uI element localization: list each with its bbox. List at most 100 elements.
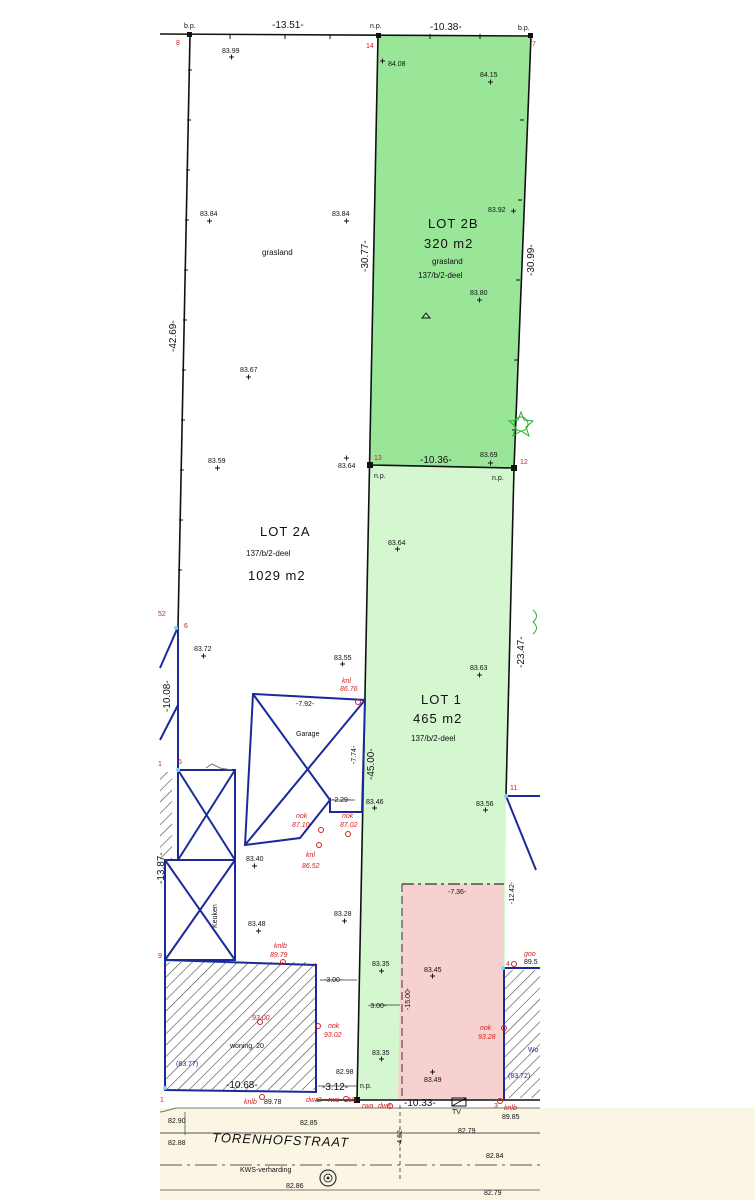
roof-annotation: nok [342,813,354,820]
point-number: 52 [158,611,166,618]
roof-annotation: knlb [274,943,287,950]
point-number: 2 [318,1097,322,1104]
lot-2b-title: LOT 2B [428,216,479,231]
roof-annotation: 87.02 [340,822,358,829]
dimension-label: -23.47- [516,636,527,668]
elevation-point: 83.35 [372,1050,390,1057]
tv-label: TV [452,1109,461,1116]
elevation-point: 83.64 [388,540,406,547]
elevation-point: 83.99 [222,48,240,55]
point-number: 4 [506,961,510,968]
buildings [159,626,540,1100]
keuken-label: Keuken [212,904,219,928]
parcel-boundaries [159,33,540,1101]
roof-annotation: 86.52 [302,863,320,870]
elevation-point: 83.80 [470,290,488,297]
dimension-label: -30.99- [526,244,537,276]
roof-annotation: nok [480,1025,492,1032]
roof-annotation: dwa [306,1097,319,1104]
dimension-label: -13.87- [156,852,167,884]
lot-1-area: 465 m2 [413,711,462,726]
elevation-point: 83.46 [366,799,384,806]
garage-label: Garage [296,731,319,738]
roof-annotation: rwa [328,1097,339,1104]
dimension-label: -10.08- [162,680,173,712]
roof-annotation: 89.85 [502,1114,520,1121]
lot-1-title: LOT 1 [421,692,462,707]
dimension-label: -10.33- [404,1098,436,1109]
corner-marker: n.p. [492,475,504,482]
woning-label: woning. 20 [229,1043,264,1050]
elevation-point: 83.48 [248,921,266,928]
roof-annotation: knlb [244,1099,257,1106]
elevation-point: 83.67 [240,367,258,374]
elevation-point: 83.84 [200,211,218,218]
point-number: 8 [176,40,180,47]
lot-2b-area: 320 m2 [424,236,473,251]
dimension-label: -15.00- [405,987,412,1010]
corner-marker: n.p. [360,1083,372,1090]
lot-2b-use: grasland [432,257,463,266]
elevation-point: 82.79 [484,1190,502,1197]
paving-label: KWS-verharding [240,1167,291,1174]
lot-2a-parcel: 137/b/2-deel [246,549,291,558]
dimension-label: -3.00- [324,977,343,984]
lot-2b-parcel: 137/b/2-deel [418,271,463,280]
lot-2b-area [370,36,531,468]
tv-box-icon [451,1097,467,1107]
house-hatch [166,962,316,1090]
roof-annotation: 89.78 [264,1099,282,1106]
survey-markers [201,54,516,1075]
roof-annotation: 93.02 [324,1032,342,1039]
lot-2a-use: grasland [262,248,293,257]
roof-annotation: 93.00 [252,1015,270,1022]
elevation-point: 84.15 [480,72,498,79]
point-number: 1 [158,761,162,768]
dimension-label: -10.36- [420,455,452,466]
roof-annotation: 89.79 [270,952,288,959]
elevation-point: 83.59 [208,458,226,465]
roof-annotation: 93.28 [478,1034,496,1041]
point-number: 6 [184,623,188,630]
elevation-point: 83.69 [480,452,498,459]
dimension-label: -45.00- [366,748,377,780]
dimension-label: -30.77- [360,240,371,272]
elevation-point: 83.55 [334,655,352,662]
roof-annotation: 87.10 [292,822,310,829]
point-number: 3 [494,1103,498,1110]
wo-label: Wo [528,1047,538,1054]
roof-annotation: knl [306,852,315,859]
roof-annotation: knl [342,678,351,685]
street-area [159,1107,755,1200]
elevation-point: 83.40 [246,856,264,863]
elevation-point: 83.45 [424,967,442,974]
elevation-point: 83.49 [424,1077,442,1084]
roof-annotation: nok [328,1023,340,1030]
corner-marker: b.p. [518,25,530,32]
point-number: 1 [160,1097,164,1104]
point-number: 11 [510,785,517,792]
elevation-point: 83.92 [488,207,506,214]
elevation-point: 83.35 [372,961,390,968]
roof-annotation: rwa [362,1103,373,1110]
dimension-label: -12.42- [509,881,516,904]
elevation-point: 82.98 [336,1069,354,1076]
lot-2a-area: 1029 m2 [248,568,306,583]
pink-zone [398,884,504,1100]
point-number: 13 [374,455,382,462]
dimension-label: -7.92- [296,701,315,708]
dimension-label: -2.29- [332,797,351,804]
dimension-label: -10.68- [226,1080,258,1091]
roof-annotation: (83.77) [176,1061,198,1068]
dimension-label: -7.74- [351,745,358,764]
roof-annotation: knlb [504,1105,517,1112]
lot-2a-title: LOT 2A [260,524,311,539]
elevation-point: 82.79 [458,1128,476,1135]
elevation-point: 82.88 [168,1140,186,1147]
point-number: 7 [532,41,536,48]
tree-icon [507,410,537,635]
elevation-point: 83.28 [334,911,352,918]
elevation-point: 82.86 [286,1183,304,1190]
point-number: 14 [366,43,374,50]
